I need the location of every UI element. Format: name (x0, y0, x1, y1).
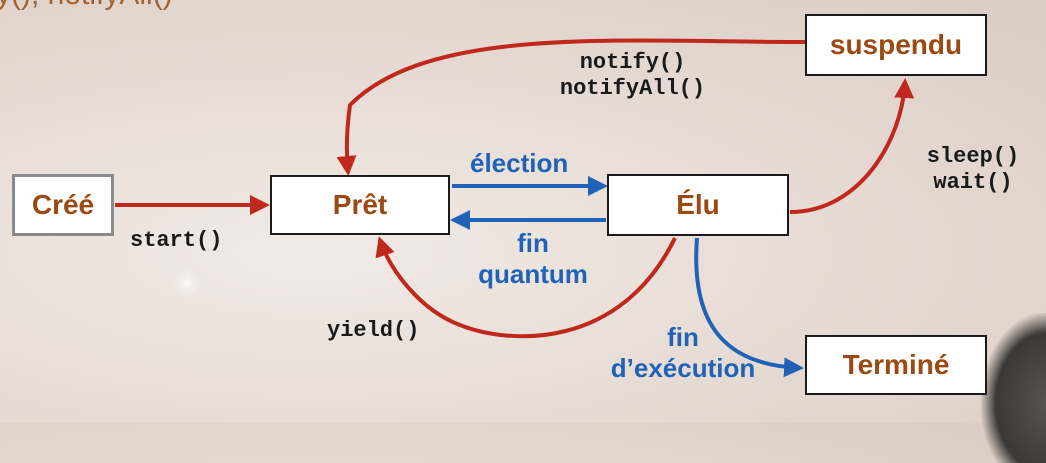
label-election: élection (470, 148, 569, 178)
state-cree: Créé (12, 174, 114, 236)
label-notify-line1: notify() (579, 50, 686, 75)
label-notify-line2: notifyAll() (559, 76, 706, 102)
state-cree-label: Créé (31, 189, 95, 220)
label-fin-execution: fin d’exécution (592, 322, 774, 384)
state-elu: Élu (607, 174, 789, 236)
background-sparkle (172, 268, 202, 298)
state-suspendu: suspendu (805, 14, 987, 76)
label-start: start() (130, 228, 223, 253)
arrow-sleep-wait (789, 78, 915, 214)
state-elu-label: Élu (676, 189, 720, 220)
state-suspendu-label: suspendu (829, 29, 963, 60)
label-fin-quantum-line2: quantum (478, 259, 588, 290)
state-termine: Terminé (805, 335, 987, 395)
state-pret: Prêt (270, 175, 450, 235)
label-fin-quantum-line1: fin (517, 228, 549, 258)
header-fragment: y(), notifyAll() (0, 0, 173, 12)
label-sleep-wait: sleep() wait() (905, 144, 1041, 197)
label-notify: notify() notifyAll() (530, 50, 735, 103)
label-fin-quantum: fin quantum (466, 228, 600, 290)
transition-arrows (115, 38, 915, 378)
label-sleep: sleep() (926, 144, 1020, 169)
label-wait: wait() (933, 170, 1013, 196)
arrow-notify (336, 38, 806, 176)
arrow-fin-execution (694, 237, 804, 378)
arrow-yield (375, 236, 677, 339)
state-termine-label: Terminé (842, 349, 950, 380)
label-fin-execution-line2: d’exécution (610, 353, 756, 384)
state-pret-label: Prêt (332, 189, 388, 220)
label-yield: yield() (327, 318, 420, 343)
label-fin-execution-line1: fin (667, 322, 699, 352)
